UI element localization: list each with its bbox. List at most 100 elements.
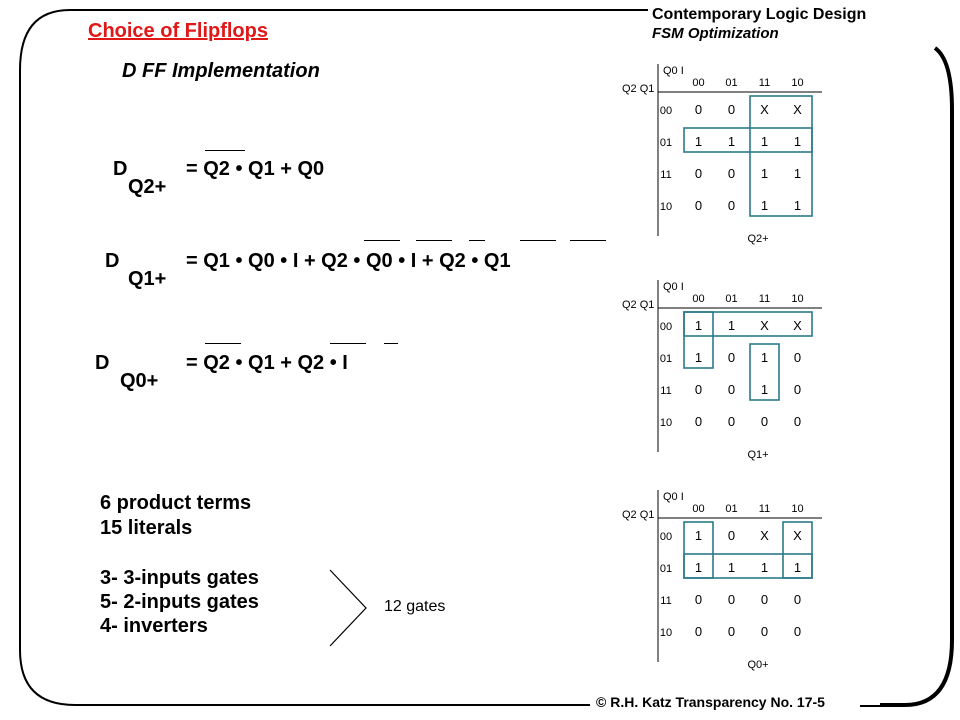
- kmap-cell: 1: [761, 198, 768, 213]
- kmap-col-header: 10: [791, 293, 803, 305]
- kmap-cell: 0: [728, 102, 735, 117]
- kmap-cell: 0: [728, 198, 735, 213]
- kmap-cell: 1: [794, 198, 801, 213]
- kmap-row-header: 00: [660, 321, 672, 333]
- kmap-cell: 0: [695, 382, 702, 397]
- kmap-cell: 1: [794, 560, 801, 575]
- kmap-cell: 0: [794, 350, 801, 365]
- kmap-cell: 0: [695, 198, 702, 213]
- two-input-gates: 5- 2-inputs gates: [100, 591, 259, 613]
- kmap-cell: X: [793, 318, 802, 333]
- kmap-cell: 1: [695, 528, 702, 543]
- overbar: [384, 343, 398, 344]
- kmap-col-header: 00: [692, 503, 704, 515]
- kmap-cell: X: [760, 318, 769, 333]
- kmap-row-header: 10: [660, 201, 672, 213]
- kmap-cell: 1: [761, 382, 768, 397]
- kmap-cell: 0: [794, 624, 801, 639]
- kmap-cell: 0: [728, 624, 735, 639]
- kmap-cell: X: [760, 528, 769, 543]
- kmap-col-header: 11: [759, 77, 770, 89]
- kmap-cell: 0: [728, 166, 735, 181]
- kmap-cell: 1: [794, 134, 801, 149]
- kmap-row-header: 01: [660, 563, 672, 575]
- kmap-row-header: 10: [660, 627, 672, 639]
- kmap-cell: X: [793, 528, 802, 543]
- overbar: [570, 240, 606, 241]
- kmap-cell: 0: [695, 414, 702, 429]
- kmap-cell: 0: [728, 382, 735, 397]
- section-heading: D FF Implementation: [122, 60, 320, 82]
- kmap-group-loop: [749, 95, 813, 217]
- overbar: [520, 240, 556, 241]
- kmap-cell: 0: [695, 166, 702, 181]
- kmap-cell: 1: [761, 560, 768, 575]
- kmap-cell: 0: [794, 382, 801, 397]
- kmap-row-variable: Q2 Q1: [622, 299, 654, 311]
- kmap-col-header: 10: [791, 77, 803, 89]
- kmap-col-header: 11: [759, 293, 770, 305]
- kmap-row-header: 01: [660, 137, 672, 149]
- kmap-row-header: 00: [660, 105, 672, 117]
- kmap-group-loop: [749, 343, 780, 401]
- kmap-col-header: 00: [692, 77, 704, 89]
- kmap-cell: 0: [695, 624, 702, 639]
- kmap-col-variable: Q0 I: [663, 491, 684, 503]
- eq-d1-sub: Q1+: [128, 268, 167, 290]
- kmap-row-header: 10: [660, 417, 672, 429]
- kmap-cell: 0: [794, 592, 801, 607]
- kmap-cell: 0: [695, 592, 702, 607]
- kmap-col-header: 10: [791, 503, 803, 515]
- kmap-cell: 1: [728, 134, 735, 149]
- three-input-gates: 3- 3-inputs gates: [100, 567, 259, 589]
- eq-d1-rhs: = Q1 • Q0 • I + Q2 • Q0 • I + Q2 • Q1: [186, 250, 511, 272]
- kmap-output-label: Q2+: [747, 233, 768, 245]
- product-terms-count: 6 product terms: [100, 492, 252, 514]
- eq-d2-sub: Q2+: [128, 176, 167, 198]
- kmap-cell: 1: [761, 350, 768, 365]
- kmap-cell: X: [760, 102, 769, 117]
- kmap-cell: 1: [695, 560, 702, 575]
- course-title: Contemporary Logic Design: [652, 6, 867, 23]
- kmap-row-header: 11: [660, 169, 671, 181]
- kmap-cell: 1: [695, 318, 702, 333]
- kmap-col-variable: Q0 I: [663, 281, 684, 293]
- kmap-row-header: 11: [660, 385, 671, 397]
- kmap-cell: 1: [761, 166, 768, 181]
- kmap-col-variable: Q0 I: [663, 65, 684, 77]
- kmap-col-header: 01: [725, 77, 737, 89]
- course-subtitle: FSM Optimization: [652, 25, 779, 42]
- gate-total: 12 gates: [384, 598, 446, 615]
- kmap-cell: 1: [794, 166, 801, 181]
- inverters-count: 4- inverters: [100, 615, 208, 637]
- kmap-cell: 0: [728, 350, 735, 365]
- kmap-group-loop: [683, 553, 813, 579]
- eq-d1-d: D: [105, 250, 120, 272]
- kmap-group-loop: [683, 311, 714, 369]
- overbar: [205, 150, 245, 151]
- eq-d0-sub: Q0+: [120, 370, 159, 392]
- kmap-cell: 1: [728, 560, 735, 575]
- overbar: [364, 240, 400, 241]
- overbar: [205, 343, 241, 344]
- eq-d2-d: D: [113, 158, 128, 180]
- kmap-col-header: 00: [692, 293, 704, 305]
- kmap-row-variable: Q2 Q1: [622, 509, 654, 521]
- literals-count: 15 literals: [100, 517, 193, 539]
- kmap-row-variable: Q2 Q1: [622, 83, 654, 95]
- kmap-cell: 0: [794, 414, 801, 429]
- kmap-cell: 0: [728, 414, 735, 429]
- kmap-cell: 0: [728, 528, 735, 543]
- kmap-output-label: Q0+: [747, 659, 768, 671]
- kmap-group-loop: [683, 521, 714, 579]
- kmap-cell: 0: [695, 102, 702, 117]
- kmap-group-loop: [782, 521, 813, 579]
- gates-brace: [329, 569, 367, 647]
- kmap-col-header: 01: [725, 503, 737, 515]
- slide-title: Choice of Flipflops: [88, 20, 268, 42]
- overbar: [330, 343, 366, 344]
